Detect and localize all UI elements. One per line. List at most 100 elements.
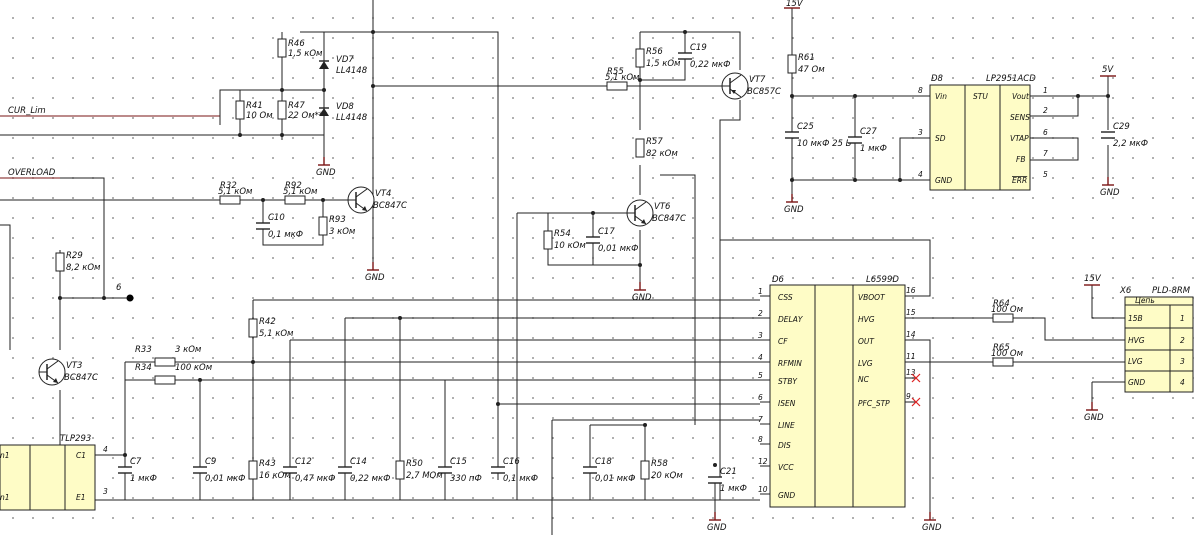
ic-d6-pin-num: 3	[758, 331, 763, 340]
no-connect-marks	[911, 373, 921, 407]
power-15v-label: 15V	[786, 0, 804, 9]
resistor-ref: R55	[607, 67, 624, 77]
gnd-label: GND	[1084, 413, 1104, 423]
ic-d6-pin-num: 9	[906, 392, 911, 401]
ic-d6-pin-num: 8	[758, 435, 763, 444]
ic-d8-pinnum-4: 4	[918, 170, 923, 179]
capacitor-value: 2,2 мкФ	[1113, 139, 1148, 149]
transistor-value: BC847C	[64, 373, 98, 383]
resistor-value: 5,1 кОм	[283, 187, 318, 197]
ic-d6-pin-num: 13	[906, 368, 916, 377]
resistor-ref: R56	[646, 47, 663, 57]
capacitor-value: 0,01 мкФ	[205, 474, 246, 484]
ic-d6-pin-name: DIS	[778, 441, 791, 450]
ic-d8-pin-vout: Vout	[1012, 92, 1030, 101]
resistor-ref: R61	[798, 53, 815, 63]
gnd-label: GND	[784, 205, 804, 215]
capacitor-c9: C90,01 мкФ	[193, 457, 246, 484]
ic-d6-pin-name: RFMIN	[778, 359, 802, 368]
capacitor-ref: C10	[268, 213, 285, 223]
resistor-value: 47 Ом	[798, 65, 825, 75]
capacitor-value: 0,01 мкФ	[598, 244, 639, 254]
ic-d6-pin-num: 7	[758, 415, 763, 424]
x6-pin4-name: GND	[1128, 378, 1145, 387]
ic-d6-pin-num: 10	[758, 485, 768, 494]
ic-d6-pin-name: GND	[778, 491, 795, 500]
capacitor-value: 0,47 мкФ	[295, 474, 336, 484]
capacitor-c17: C17 0,01 мкФ	[586, 227, 639, 254]
x6-pin4-num: 4	[1180, 378, 1185, 387]
ic-d6-pin-name: VBOOT	[858, 293, 886, 302]
resistor-ref: R43	[259, 459, 276, 469]
ic-d6-pin-name: LVG	[858, 359, 873, 368]
ic-d6-part: L6599D	[866, 275, 899, 285]
ic-tlp293: TLP293 n1 n1 C1 E1 4 3	[0, 434, 108, 511]
ic-d6-pin-name: VCC	[778, 463, 794, 472]
resistor-value: 22 Ом***	[288, 111, 327, 121]
connector-x6-part: PLD-8RM	[1152, 286, 1191, 296]
net-label-overload: OVERLOAD	[8, 168, 56, 178]
transistor-value: BC847C	[652, 214, 686, 224]
ic-d6-pin-name: PFC_STP	[858, 399, 890, 408]
resistor-value: 20 кОм	[651, 471, 683, 481]
ic-d8-pin-vin: Vin	[935, 92, 947, 101]
ic-d6-pin-name: STBY	[778, 377, 798, 386]
ic-d6-pin-num: 12	[758, 457, 768, 466]
tlp293-ref: TLP293	[60, 434, 91, 444]
tlp293-pinnum-3: 3	[103, 487, 108, 496]
capacitor-value: 0,01 мкФ	[595, 474, 636, 484]
ic-d8-pin-gnd: GND	[935, 176, 952, 185]
ic-d8-pin-sd: SD	[935, 134, 946, 143]
ic-d6-pin-name: ISEN	[778, 399, 796, 408]
diode-value: LL4148	[336, 66, 368, 76]
junction-dots	[58, 30, 1110, 467]
transistor-ref: VT7	[749, 75, 766, 85]
net-label-cur-lim: CUR_Lim	[8, 106, 46, 116]
resistor-ref: R65	[993, 343, 1010, 353]
ic-d6-pin-num: 11	[906, 352, 916, 361]
ic-d6-pin-num: 14	[906, 330, 916, 339]
gnd-symbol: GND	[365, 262, 385, 283]
junction-6-label: 6	[116, 283, 122, 293]
x6-pin2-num: 2	[1180, 336, 1185, 345]
capacitor-ref: C17	[598, 227, 615, 237]
resistor-value: 1,5 кОм	[288, 49, 323, 59]
resistor-r61: R61 47 Ом	[787, 53, 825, 75]
resistor-ref: R29	[66, 251, 83, 261]
resistor-value: 100 Ом	[991, 305, 1024, 315]
diode-value: LL4148	[336, 113, 368, 123]
capacitor-ref: C15	[450, 457, 467, 467]
ic-d6-pin-num: 16	[906, 286, 916, 295]
diode-ref: VD7	[336, 55, 354, 65]
resistor-value: 2,7 МОм	[406, 471, 443, 481]
gnd-symbol: GND	[707, 512, 727, 533]
resistor-ref: R47	[288, 101, 305, 111]
ic-d8-part: LP2951ACD	[986, 74, 1036, 84]
gnd-symbol: GND	[784, 194, 804, 215]
resistor-value: 3 кОм	[329, 227, 356, 237]
x6-pin2-name: HVG	[1128, 336, 1145, 345]
resistor-ref: R32	[220, 181, 237, 191]
gnd-label: GND	[365, 273, 385, 283]
ic-d6-pin-name: LINE	[778, 421, 795, 430]
